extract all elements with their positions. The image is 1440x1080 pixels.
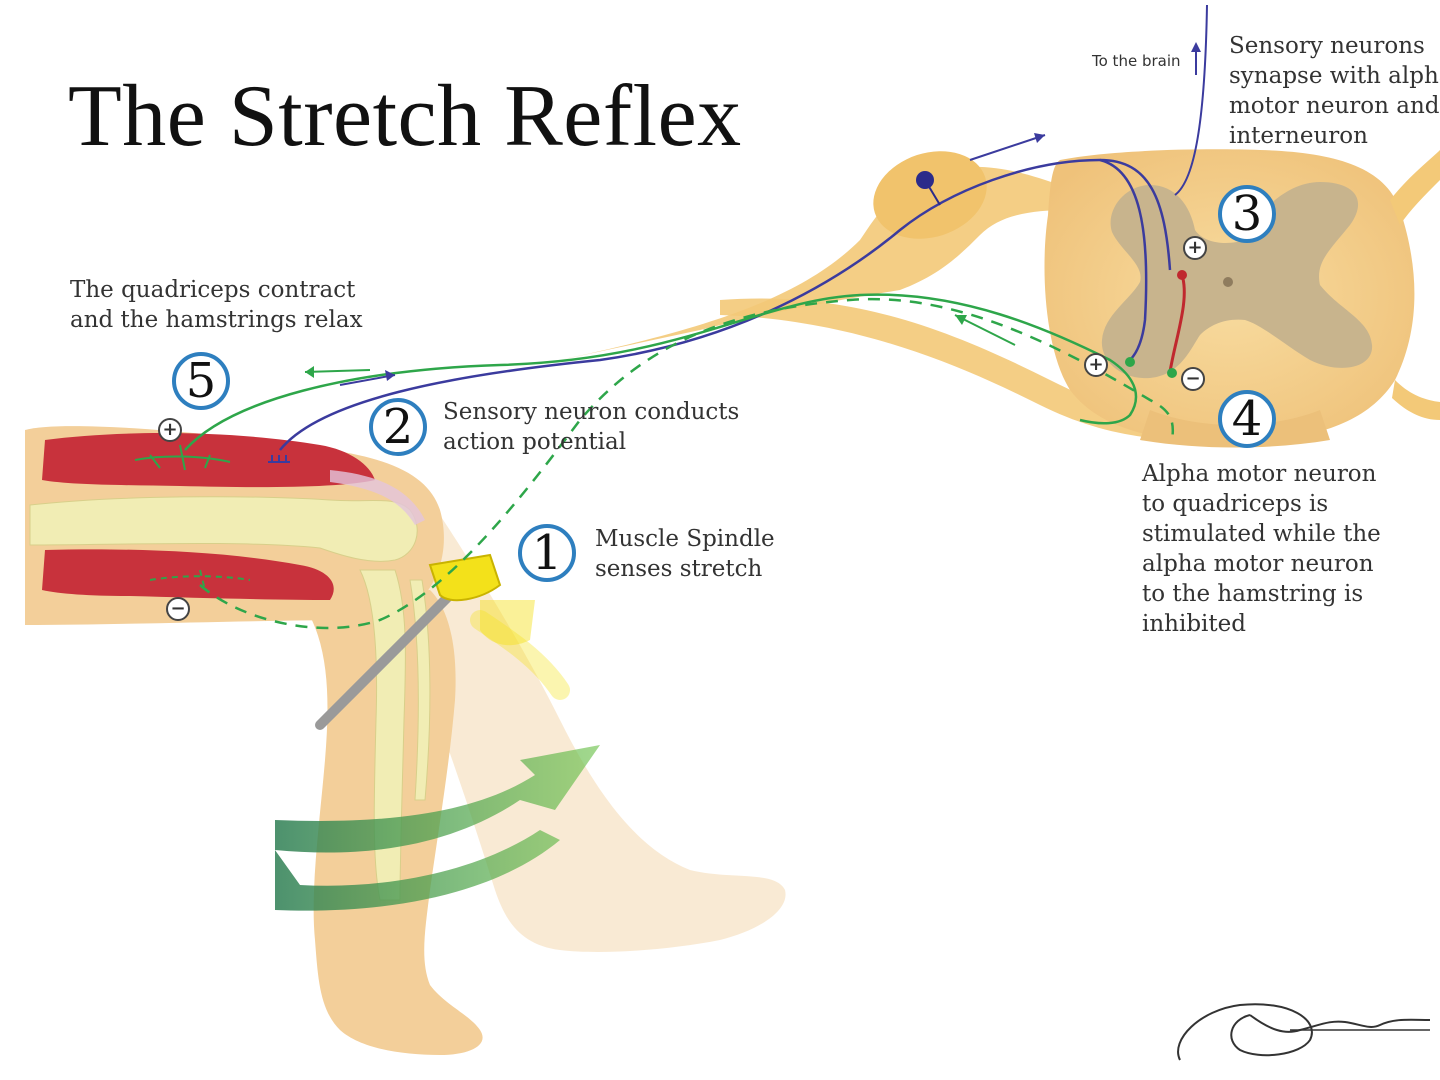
step-3-caption: Sensory neurons synapse with alpha motor…: [1229, 31, 1440, 151]
sensory-ending-quad: [268, 455, 290, 463]
step-2-caption: Sensory neuron conducts action potential: [443, 397, 739, 457]
fibula: [409, 579, 431, 801]
step-5-badge: 5: [172, 352, 230, 410]
step-1-caption: Muscle Spindle senses stretch: [595, 524, 775, 584]
step-4-badge: 4: [1218, 390, 1276, 448]
kick-arrow: [275, 745, 600, 911]
step-3-line: synapse with alpha: [1229, 63, 1440, 89]
hamstrings-minus-sign: −: [166, 597, 190, 621]
spinal-nerve: [560, 151, 1190, 440]
sensory-arrow-1: [339, 374, 396, 386]
cell-body-stalk: [924, 179, 941, 206]
step-2-line: action potential: [443, 429, 627, 455]
step-4-line: alpha motor neuron: [1142, 551, 1374, 577]
brain-arrow-head: [1191, 42, 1201, 52]
motor-arrow-2: [304, 369, 371, 373]
to-the-brain-label: To the brain: [1092, 52, 1181, 70]
step-5-line: and the hamstrings relax: [70, 307, 363, 333]
femur: [29, 496, 418, 562]
sensory-neuron-branch: [1099, 158, 1148, 361]
sensory-arrow-2: [969, 134, 1046, 161]
diagram-title: The Stretch Reflex: [68, 68, 742, 165]
step-1-line: Muscle Spindle: [595, 526, 775, 552]
hammer-ghost: [470, 610, 570, 700]
sensory-arrow-2-head: [1034, 133, 1045, 143]
step-4-line: to the hamstring is: [1142, 581, 1364, 607]
interneuron-body: [1177, 270, 1187, 280]
quadriceps-plus-sign: +: [158, 418, 182, 442]
step-4-line: inhibited: [1142, 611, 1246, 637]
motor-arrow-2-head: [305, 366, 314, 378]
sensory-neuron: [279, 158, 1172, 451]
sensory-arrow-1-head: [385, 370, 395, 381]
step-3-line: motor neuron and: [1229, 93, 1440, 119]
interneuron: [1168, 274, 1186, 373]
dorsal-root-ganglion: [873, 151, 987, 239]
motor-ending-ham: [149, 569, 251, 591]
step-1-badge: 1: [518, 524, 576, 582]
inhibit-minus-sign: −: [1181, 367, 1205, 391]
step-3-line: interneuron: [1229, 123, 1368, 149]
hammer-head: [428, 553, 502, 602]
patellar-tendon: [330, 470, 425, 525]
step-4-line: to quadriceps is: [1142, 491, 1329, 517]
motor-arrow-1-head: [955, 315, 967, 325]
ascending-fiber: [1174, 4, 1208, 196]
lower-leg-swung: [400, 500, 786, 952]
motor-cell-body-2: [1167, 368, 1177, 378]
reflex-hammer: [315, 553, 570, 730]
nerve-bundle: [560, 166, 1070, 360]
step-2-line: Sensory neuron conducts: [443, 399, 740, 425]
motor-ending-quad: [134, 444, 231, 471]
leg: [25, 426, 786, 1055]
step-4-line: stimulated while the: [1142, 521, 1381, 547]
hammer-head-ghost: [480, 600, 535, 646]
right-roots: [1390, 150, 1440, 420]
step-2-badge: 2: [369, 398, 427, 456]
motor-plus-sign: +: [1084, 353, 1108, 377]
step-5-caption: The quadriceps contract and the hamstrin…: [70, 275, 363, 335]
signature-stroke: [1177, 1003, 1431, 1061]
motor-arrow-1: [954, 314, 1016, 346]
step-3-line: Sensory neurons: [1229, 33, 1425, 59]
central-canal: [1223, 277, 1233, 287]
step-5-line: The quadriceps contract: [70, 277, 356, 303]
cord-grey-matter: [1101, 182, 1373, 379]
signature: [1177, 1003, 1431, 1061]
step-3-badge: 3: [1218, 185, 1276, 243]
step-4-caption: Alpha motor neuron to quadriceps is stim…: [1142, 459, 1381, 639]
hammer-handle: [315, 585, 460, 730]
step-1-line: senses stretch: [595, 556, 763, 582]
motor-cell-body-1: [1125, 357, 1135, 367]
spinal-cord: [1044, 149, 1440, 448]
hamstrings: [42, 549, 334, 600]
synapse-plus-sign: +: [1183, 236, 1207, 260]
motor-neuron-quadriceps: [184, 293, 1138, 451]
step-4-line: Alpha motor neuron: [1142, 461, 1377, 487]
ventral-root: [720, 298, 1190, 440]
